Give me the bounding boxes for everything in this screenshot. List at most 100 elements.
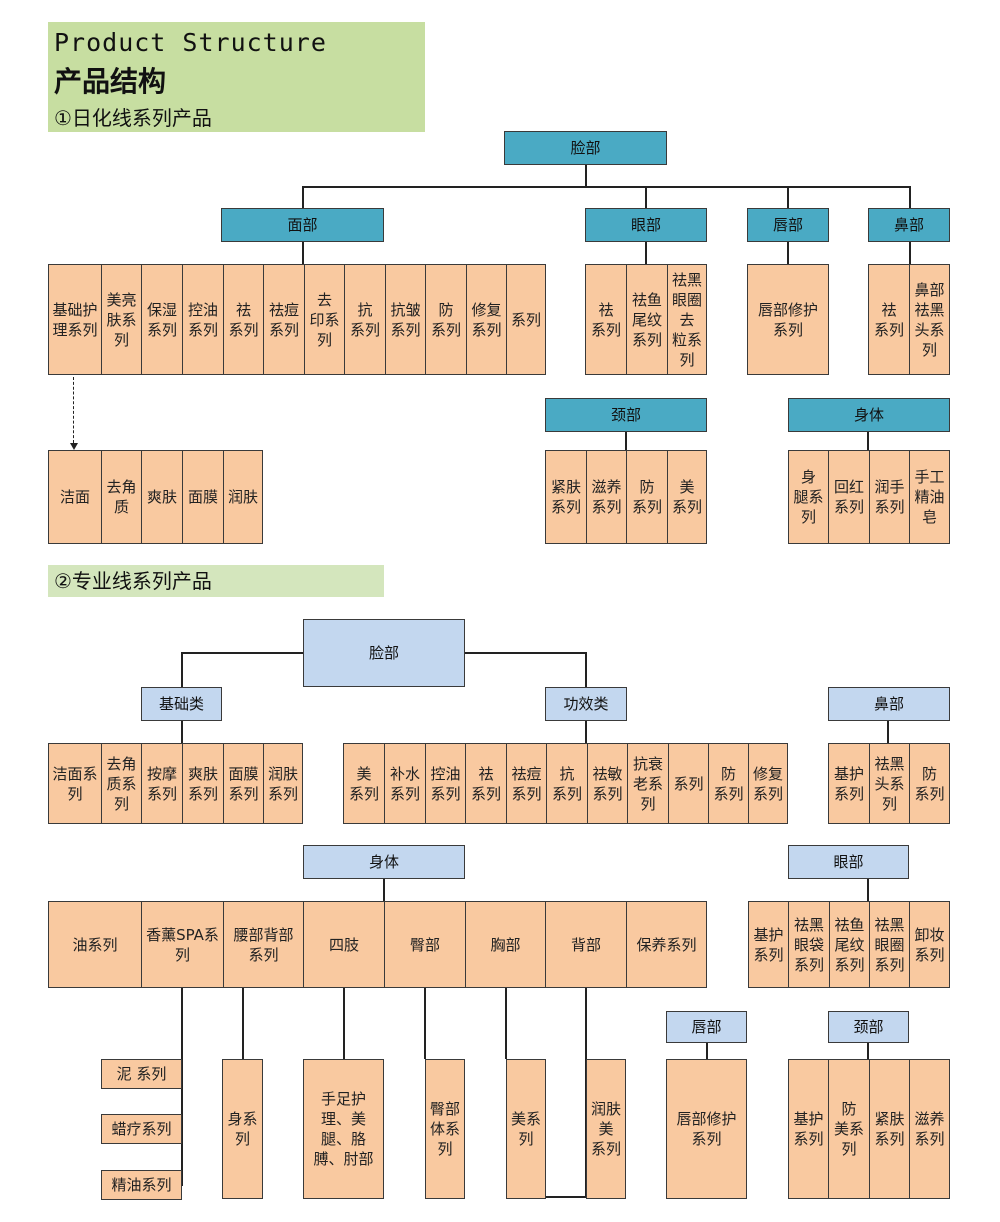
pro-effect-item: 修复系列 xyxy=(748,743,788,824)
daily-lip-header: 唇部 xyxy=(747,208,829,242)
daily-face-item: 修复 系列 xyxy=(466,264,507,375)
pro-effect-item: 祛 系列 xyxy=(465,743,507,824)
pro-nose-item: 祛黑头系列 xyxy=(869,743,910,824)
pro-nose-item: 防 系列 xyxy=(909,743,950,824)
connector xyxy=(181,721,183,743)
connector xyxy=(383,879,385,901)
pro-face-header: 脸部 xyxy=(303,619,465,687)
pro-basic-item: 润肤系列 xyxy=(263,743,303,824)
daily-eye-header: 眼部 xyxy=(585,208,707,242)
connector xyxy=(302,186,911,188)
pro-neck-item: 紧肤系列 xyxy=(869,1059,910,1199)
daily-face-item: 抗皱系列 xyxy=(385,264,426,375)
pro-body-item: 保养系列 xyxy=(626,901,707,988)
connector xyxy=(787,242,789,264)
connector xyxy=(585,165,587,187)
daily-basic-item: 爽肤 xyxy=(141,450,183,544)
pro-body-sub-item: 臀部 体系列 xyxy=(425,1059,465,1199)
daily-face-item: 去 印系列 xyxy=(304,264,345,375)
daily-basic-item: 洁面 xyxy=(48,450,102,544)
pro-nose-item: 基护系列 xyxy=(828,743,870,824)
connector xyxy=(181,988,183,1186)
connector xyxy=(585,652,587,687)
connector xyxy=(343,988,345,1059)
pro-oil-item: 蜡疗系列 xyxy=(101,1114,182,1144)
title-band: Product Structure 产品结构 ①日化线系列产品 xyxy=(48,22,425,132)
daily-face-item: 美亮肤系列 xyxy=(101,264,142,375)
daily-body-item: 润手系列 xyxy=(869,450,910,544)
daily-face-item: 控油系列 xyxy=(182,264,224,375)
daily-eye-item: 祛 系列 xyxy=(585,264,627,375)
connector xyxy=(424,988,426,1059)
daily-face-item: 系列 xyxy=(506,264,546,375)
pro-basic-header: 基础类 xyxy=(141,687,222,721)
pro-neck-item: 基护系列 xyxy=(788,1059,829,1199)
section-2-label: ②专业线系列产品 xyxy=(48,565,384,597)
connector xyxy=(465,652,586,654)
daily-eye-item: 祛鱼尾纹系列 xyxy=(626,264,668,375)
daily-lip-item: 唇部修护系列 xyxy=(747,264,829,375)
pro-basic-item: 爽肤系列 xyxy=(182,743,224,824)
connector xyxy=(545,1196,586,1198)
pro-eye-item: 卸妆系列 xyxy=(909,901,950,988)
pro-basic-item: 面膜系列 xyxy=(223,743,264,824)
daily-face-header: 脸部 xyxy=(504,131,667,165)
pro-body-item: 油系列 xyxy=(48,901,142,988)
title-english: Product Structure xyxy=(54,28,327,57)
connector xyxy=(181,652,183,687)
connector xyxy=(706,1043,708,1059)
daily-nose-header: 鼻部 xyxy=(868,208,950,242)
pro-basic-item: 按摩系列 xyxy=(141,743,183,824)
daily-neck-item: 滋养系列 xyxy=(586,450,627,544)
pro-body-sub-item: 美系列 xyxy=(506,1059,546,1199)
daily-body-item: 手工精油皂 xyxy=(909,450,950,544)
pro-eye-item: 祛鱼尾纹系列 xyxy=(829,901,870,988)
connector xyxy=(787,186,789,208)
daily-neck-header: 颈部 xyxy=(545,398,707,432)
connector xyxy=(887,721,889,743)
pro-neck-item: 滋养系列 xyxy=(909,1059,950,1199)
pro-basic-item: 去角质系列 xyxy=(101,743,142,824)
title-chinese: 产品结构 xyxy=(54,65,167,98)
pro-effect-header: 功效类 xyxy=(545,687,627,721)
connector xyxy=(585,721,587,743)
connector xyxy=(867,1043,869,1059)
daily-neck-item: 美 系列 xyxy=(667,450,707,544)
pro-body-item: 腰部背部系列 xyxy=(223,901,304,988)
pro-eye-item: 祛黑眼袋系列 xyxy=(788,901,830,988)
connector xyxy=(909,186,911,208)
connector xyxy=(867,879,869,901)
daily-face-item: 抗 系列 xyxy=(344,264,386,375)
daily-eye-item: 祛黑眼圈去 粒系列 xyxy=(667,264,707,375)
pro-body-sub-item: 身系列 xyxy=(222,1059,263,1199)
daily-basic-item: 去角质 xyxy=(101,450,142,544)
pro-effect-item: 抗 系列 xyxy=(546,743,588,824)
pro-effect-item: 美 系列 xyxy=(343,743,385,824)
connector xyxy=(645,186,647,208)
connector xyxy=(181,652,303,654)
pro-eye-header: 眼部 xyxy=(788,845,909,879)
daily-face-item: 祛 系列 xyxy=(223,264,264,375)
dashed-connector xyxy=(73,377,74,443)
section-1-label: ①日化线系列产品 xyxy=(54,106,212,130)
pro-basic-item: 洁面系列 xyxy=(48,743,102,824)
pro-effect-item: 祛痘系列 xyxy=(506,743,547,824)
pro-body-item: 四肢 xyxy=(303,901,385,988)
daily-body-item: 回红系列 xyxy=(828,450,870,544)
arrow-down-icon xyxy=(70,443,78,450)
daily-neck-item: 防 系列 xyxy=(626,450,668,544)
daily-nose-item: 祛 系列 xyxy=(868,264,910,375)
connector xyxy=(867,432,869,450)
connector xyxy=(302,242,304,264)
daily-basic-item: 润肤 xyxy=(223,450,263,544)
pro-body-item: 胸部 xyxy=(465,901,546,988)
connector xyxy=(242,988,244,1059)
pro-eye-item: 祛黑眼圈系列 xyxy=(869,901,910,988)
connector xyxy=(645,242,647,264)
daily-mian-header: 面部 xyxy=(221,208,384,242)
connector xyxy=(505,988,507,1059)
pro-lip-header: 唇部 xyxy=(666,1011,747,1043)
pro-body-sub-item: 润肤美 系列 xyxy=(586,1059,626,1199)
daily-nose-item: 鼻部祛黑头系列 xyxy=(909,264,950,375)
pro-neck-header: 颈部 xyxy=(828,1011,909,1043)
